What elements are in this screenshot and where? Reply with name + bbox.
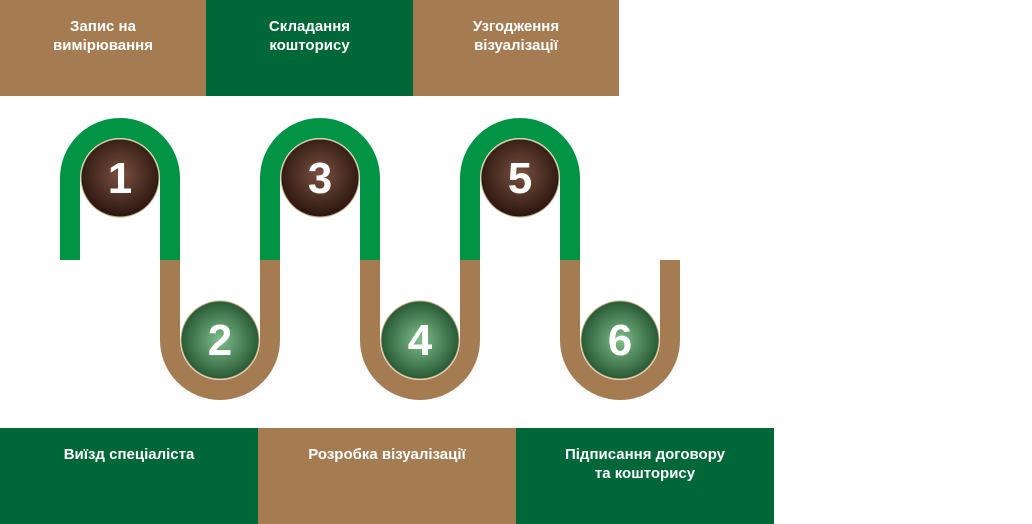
step-box-4: Розробка візуалізації (258, 428, 516, 524)
step-number: 4 (408, 316, 433, 365)
step-number: 2 (208, 316, 232, 365)
brown-arc (360, 260, 480, 400)
green-arc (460, 118, 580, 260)
ball (80, 138, 160, 218)
step-box-2: Виїзд спеціаліста (0, 428, 258, 524)
step-box-5: Узгодження візуалізації (413, 0, 619, 96)
green-arc (260, 118, 380, 260)
ball (180, 300, 260, 380)
brown-arc (160, 260, 280, 400)
step-number: 3 (308, 154, 332, 203)
ball (580, 300, 660, 380)
step-number-badge-3: 3 (280, 138, 360, 218)
step-number: 1 (108, 154, 132, 203)
ball (480, 138, 560, 218)
step-box-6: Підписання договору та кошторису (516, 428, 774, 524)
ball (280, 138, 360, 218)
step-number-badge-6: 6 (580, 300, 660, 380)
brown-arc (560, 260, 680, 400)
step-number-badge-4: 4 (380, 300, 460, 380)
step-box-3: Складання кошторису (206, 0, 413, 96)
green-arc (60, 118, 180, 260)
ball (380, 300, 460, 380)
step-number-badge-5: 5 (480, 138, 560, 218)
step-number: 6 (608, 316, 632, 365)
step-box-1: Запис на вимірювання (0, 0, 206, 96)
step-number-badge-2: 2 (180, 300, 260, 380)
step-number: 5 (508, 154, 532, 203)
step-number-badge-1: 1 (80, 138, 160, 218)
